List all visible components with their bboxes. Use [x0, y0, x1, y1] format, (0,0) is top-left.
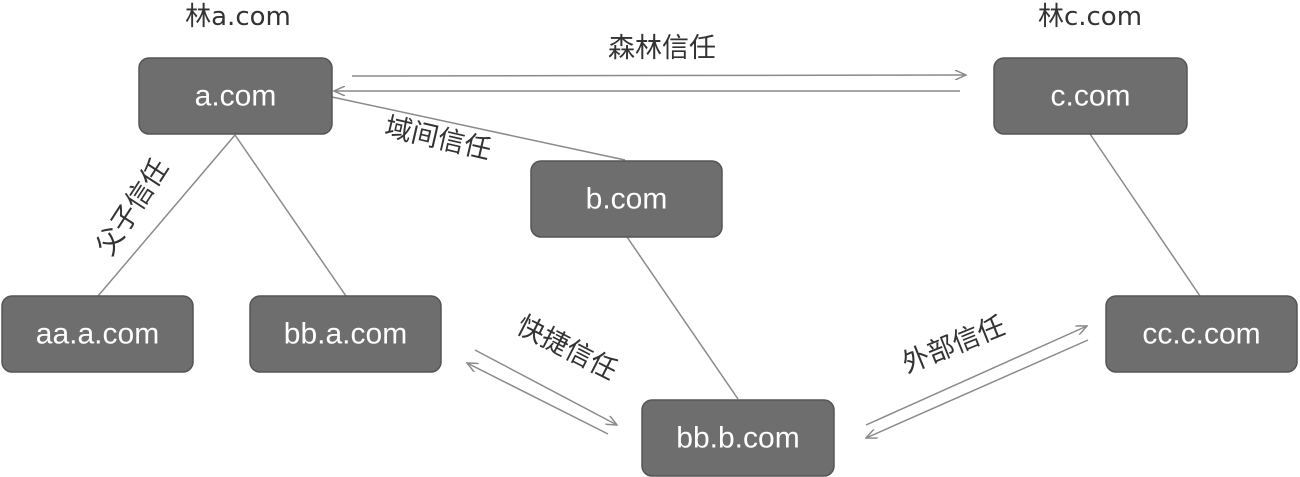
- forest-a-title: 林a.com: [185, 2, 291, 32]
- shortcut-trust-arrow-down: [474, 349, 617, 425]
- node-b-com: b.com: [530, 160, 723, 238]
- node-c-com-label: c.com: [1050, 80, 1130, 113]
- node-bb-b-com: bb.b.com: [641, 399, 835, 477]
- node-a-com-label: a.com: [195, 80, 277, 113]
- node-c-com: c.com: [993, 57, 1188, 135]
- node-aa-a-com-label: aa.a.com: [36, 318, 159, 351]
- external-trust-label: 外部信任: [898, 311, 1010, 380]
- shortcut-trust-label: 快捷信任: [512, 310, 622, 387]
- node-cc-c-com: cc.c.com: [1105, 295, 1298, 373]
- node-bb-a-com: bb.a.com: [249, 295, 442, 373]
- parent-child-trust-label: 父子信任: [90, 154, 175, 261]
- node-bb-a-com-label: bb.a.com: [284, 318, 407, 351]
- node-b-com-label: b.com: [586, 183, 668, 216]
- edge-c-to-cc: [1089, 133, 1201, 297]
- shortcut-trust-arrow-up: [467, 363, 609, 435]
- edge-a-to-aa: [97, 134, 236, 297]
- node-a-com: a.com: [138, 57, 333, 135]
- node-bb-b-com-label: bb.b.com: [676, 422, 799, 455]
- forest-c-title: 林c.com: [1038, 2, 1142, 32]
- forest-trust-arrow-right: [351, 75, 966, 76]
- node-aa-a-com: aa.a.com: [1, 295, 194, 373]
- node-cc-c-com-label: cc.c.com: [1142, 318, 1260, 351]
- edge-a-to-b: [331, 96, 626, 161]
- edge-a-to-bba: [234, 134, 347, 297]
- edge-b-to-bbb: [626, 236, 739, 400]
- external-trust-arrow-up: [865, 326, 1087, 426]
- forest-trust-label: 森林信任: [608, 33, 716, 64]
- external-trust-arrow-down: [866, 339, 1089, 438]
